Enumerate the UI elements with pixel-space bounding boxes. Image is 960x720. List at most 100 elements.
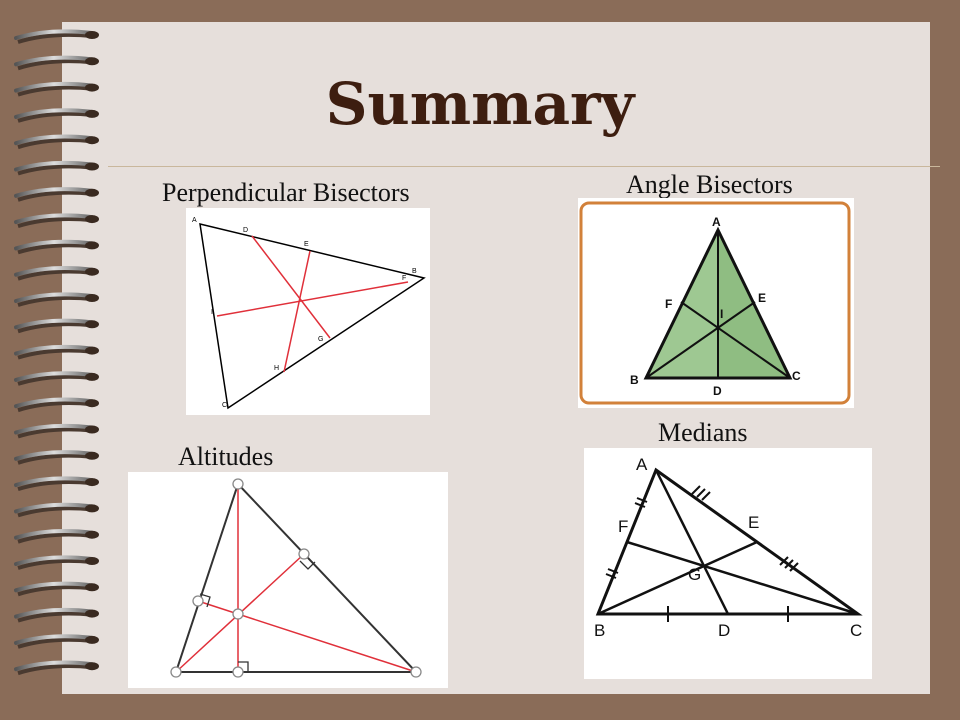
binding-coil <box>14 371 94 382</box>
binding-hole <box>85 241 99 250</box>
angle-orange-frame <box>579 201 851 405</box>
binding-hole <box>85 294 99 302</box>
vertex-marker <box>232 478 244 490</box>
binding-coil-shadow <box>17 506 93 518</box>
angle-bisector-c <box>680 301 791 379</box>
tick-mark <box>607 568 619 574</box>
title-divider <box>108 166 940 167</box>
binding-hole <box>85 662 99 671</box>
label-point-e: E <box>758 291 766 305</box>
altitudes-diagram <box>128 472 448 688</box>
angle-bisector-b <box>645 301 756 379</box>
tick-mark <box>696 488 706 498</box>
foot-marker <box>298 548 310 560</box>
median-from-a <box>654 469 730 615</box>
binding-hole <box>85 267 99 276</box>
median-from-c <box>626 540 859 616</box>
right-angle-mark-right <box>299 560 316 570</box>
binding-coil <box>14 476 94 488</box>
perpendicular-bisectors-diagram: A B C D E F G H I <box>186 208 430 415</box>
binding-hole <box>85 188 99 197</box>
binding-coil <box>14 318 94 330</box>
caption-altitudes: Altitudes <box>178 442 274 471</box>
binding-coil-shadow <box>17 664 93 676</box>
binding-coil-shadow <box>17 32 93 44</box>
binding-coil <box>14 555 94 566</box>
caption-medians: Medians <box>658 418 748 447</box>
tick-mark <box>605 573 617 579</box>
binding-hole <box>85 504 99 513</box>
binding-coil-shadow <box>17 427 93 439</box>
binding-coil-shadow <box>17 295 93 307</box>
label-point-i: I <box>720 307 723 321</box>
angle-bisectors-diagram: A B C D E F I <box>578 198 854 408</box>
vertex-marker <box>170 666 182 678</box>
binding-hole <box>85 136 99 145</box>
perpendicular-triangle <box>199 223 426 410</box>
binding-coil-shadow <box>17 322 93 334</box>
binding-coil-shadow <box>17 164 93 176</box>
binding-coil <box>14 266 94 277</box>
binding-hole <box>85 31 99 39</box>
median-from-b <box>597 540 758 616</box>
binding-hole <box>85 83 99 92</box>
binding-hole <box>85 399 99 408</box>
binding-hole <box>85 109 99 118</box>
binding-coil-shadow <box>17 637 93 649</box>
binding-coil-shadow <box>17 269 93 281</box>
binding-hole <box>85 215 99 224</box>
label-vertex-a: A <box>192 217 197 224</box>
binding-coil-shadow <box>17 85 93 97</box>
label-point-g: G <box>318 336 323 343</box>
altitudes-figure <box>170 478 422 678</box>
binding-coil <box>14 344 94 356</box>
label-vertex-c: C <box>222 402 227 409</box>
binding-coil-shadow <box>17 532 93 544</box>
binding-coil <box>14 187 94 198</box>
binding-coil-shadow <box>17 585 93 597</box>
binding-coil-shadow <box>17 374 93 386</box>
binding-coil-shadow <box>17 190 93 202</box>
label-point-d: D <box>718 621 730 640</box>
bisector-line-bc <box>283 250 311 373</box>
binding-hole <box>85 609 99 618</box>
foot-marker <box>192 595 204 607</box>
medians-triangle <box>595 467 863 616</box>
label-vertex-a: A <box>712 215 721 229</box>
bisector-line-ac <box>216 281 409 317</box>
tick-mark <box>789 562 799 572</box>
binding-coil-shadow <box>17 558 93 570</box>
binding-coil <box>14 160 94 172</box>
binding-hole <box>85 425 99 434</box>
caption-angle-bisectors: Angle Bisectors <box>626 170 793 199</box>
medians-diagram: A B C D E F G <box>584 448 872 679</box>
label-vertex-a: A <box>636 455 648 474</box>
label-point-f: F <box>618 517 628 536</box>
binding-coil-shadow <box>17 243 93 255</box>
binding-coil <box>14 213 94 225</box>
label-point-f: F <box>402 275 406 282</box>
label-point-d: D <box>243 227 248 234</box>
binding-coil <box>14 581 94 593</box>
binding-hole <box>85 57 99 66</box>
binding-hole <box>85 635 99 644</box>
tick-mark <box>634 502 646 508</box>
binding-coil <box>14 607 94 619</box>
binding-coil-shadow <box>17 453 93 465</box>
label-point-d: D <box>713 384 722 398</box>
label-vertex-b: B <box>412 268 417 275</box>
binding-hole <box>85 320 99 329</box>
spiral-binding <box>14 29 99 676</box>
foot-marker <box>232 666 244 678</box>
tick-mark <box>701 491 711 501</box>
binding-hole <box>85 557 99 565</box>
label-point-i: I <box>211 309 213 316</box>
orthocenter-marker <box>232 608 244 620</box>
binding-coil-shadow <box>17 348 93 360</box>
vertex-marker <box>410 666 422 678</box>
binding-hole <box>85 162 99 171</box>
binding-coil <box>14 292 94 303</box>
tick-mark <box>784 559 794 569</box>
binding-coil <box>14 81 94 93</box>
label-vertex-c: C <box>792 369 801 383</box>
